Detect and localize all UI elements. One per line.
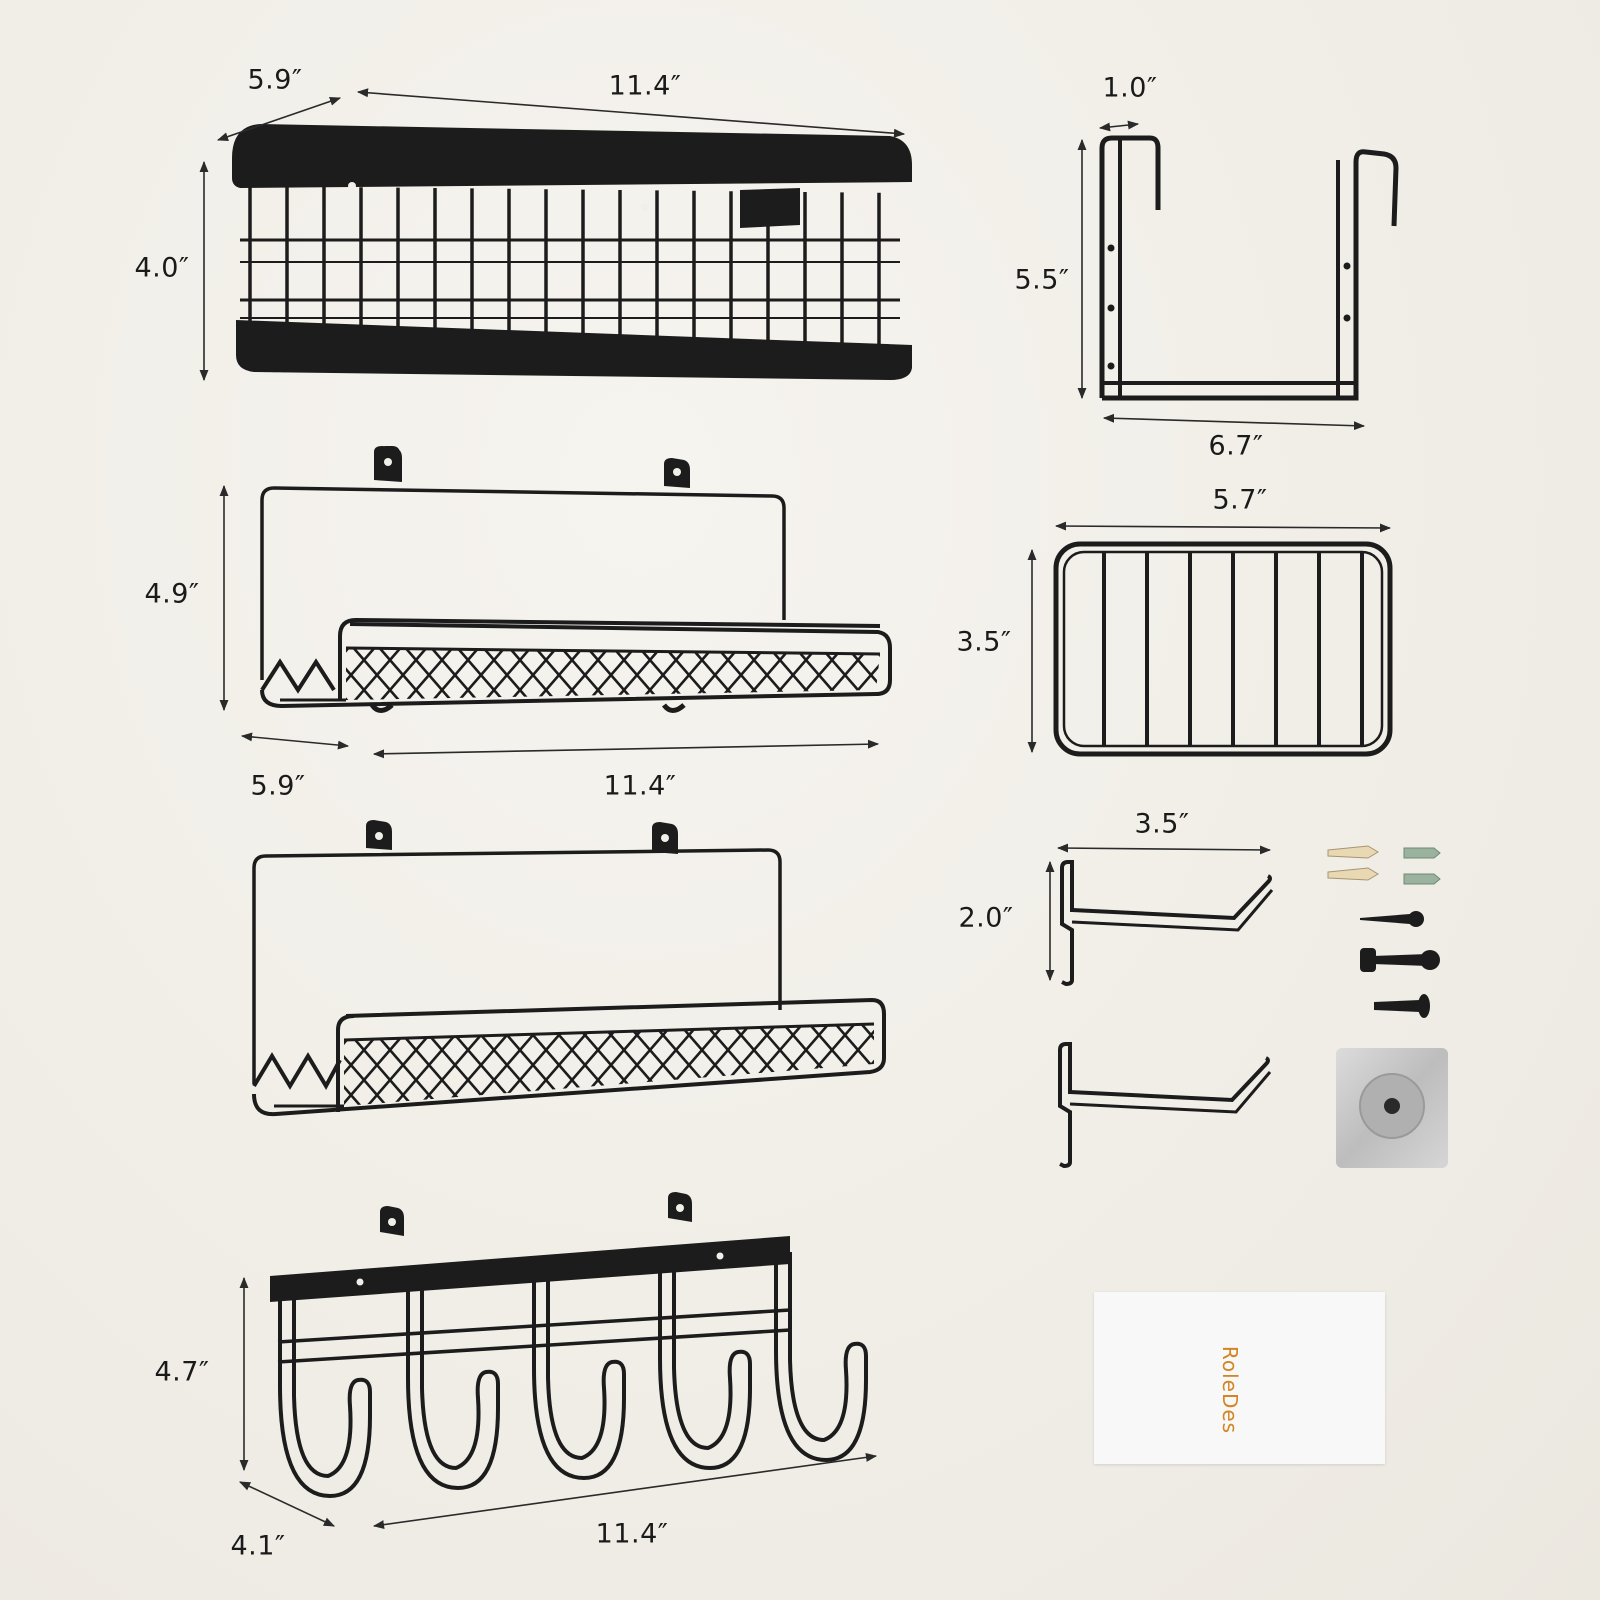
basket-width-label: 11.4″ (608, 70, 682, 102)
brand-name: RoleDes (1218, 1345, 1242, 1435)
hook-upper-illustration (1060, 860, 1274, 987)
soap-dish-illustration (1053, 541, 1393, 757)
hook-height-label: 2.0″ (958, 902, 1014, 934)
towel-rack-depth-label: 4.1″ (230, 1530, 286, 1562)
dimension-arrows (199, 88, 1392, 1530)
hook-lower-illustration (1058, 1042, 1272, 1169)
door-hanger-height-label: 5.5″ (1014, 264, 1070, 296)
towel-rack-illustration (270, 1192, 868, 1499)
shelf-height-label: 4.9″ (144, 578, 200, 610)
hook-width-label: 3.5″ (1134, 808, 1190, 840)
soap-dish-height-label: 3.5″ (956, 626, 1012, 658)
towel-rack-height-label: 4.7″ (154, 1356, 210, 1388)
soap-dish-width-label: 5.7″ (1212, 484, 1268, 516)
basket-height-label: 4.0″ (134, 252, 190, 284)
adhesive-pad-icon (1336, 1048, 1448, 1168)
wire-basket-illustration (232, 124, 912, 380)
shelf-depth-label: 5.9″ (250, 770, 306, 802)
basket-depth-label: 5.9″ (247, 64, 303, 96)
brand-card (1094, 1292, 1385, 1464)
shelf-lower-illustration (252, 820, 886, 1117)
door-hanger-illustration (1099, 135, 1399, 401)
shelf-width-label: 11.4″ (603, 770, 677, 802)
door-hanger-width-label: 6.7″ (1208, 430, 1264, 462)
shelf-upper-illustration (260, 446, 892, 713)
door-hanger-thickness-label: 1.0″ (1102, 72, 1158, 104)
wall-anchor-icon (1327, 845, 1441, 885)
screw-icon (1360, 911, 1440, 1018)
towel-rack-width-label: 11.4″ (595, 1518, 669, 1550)
